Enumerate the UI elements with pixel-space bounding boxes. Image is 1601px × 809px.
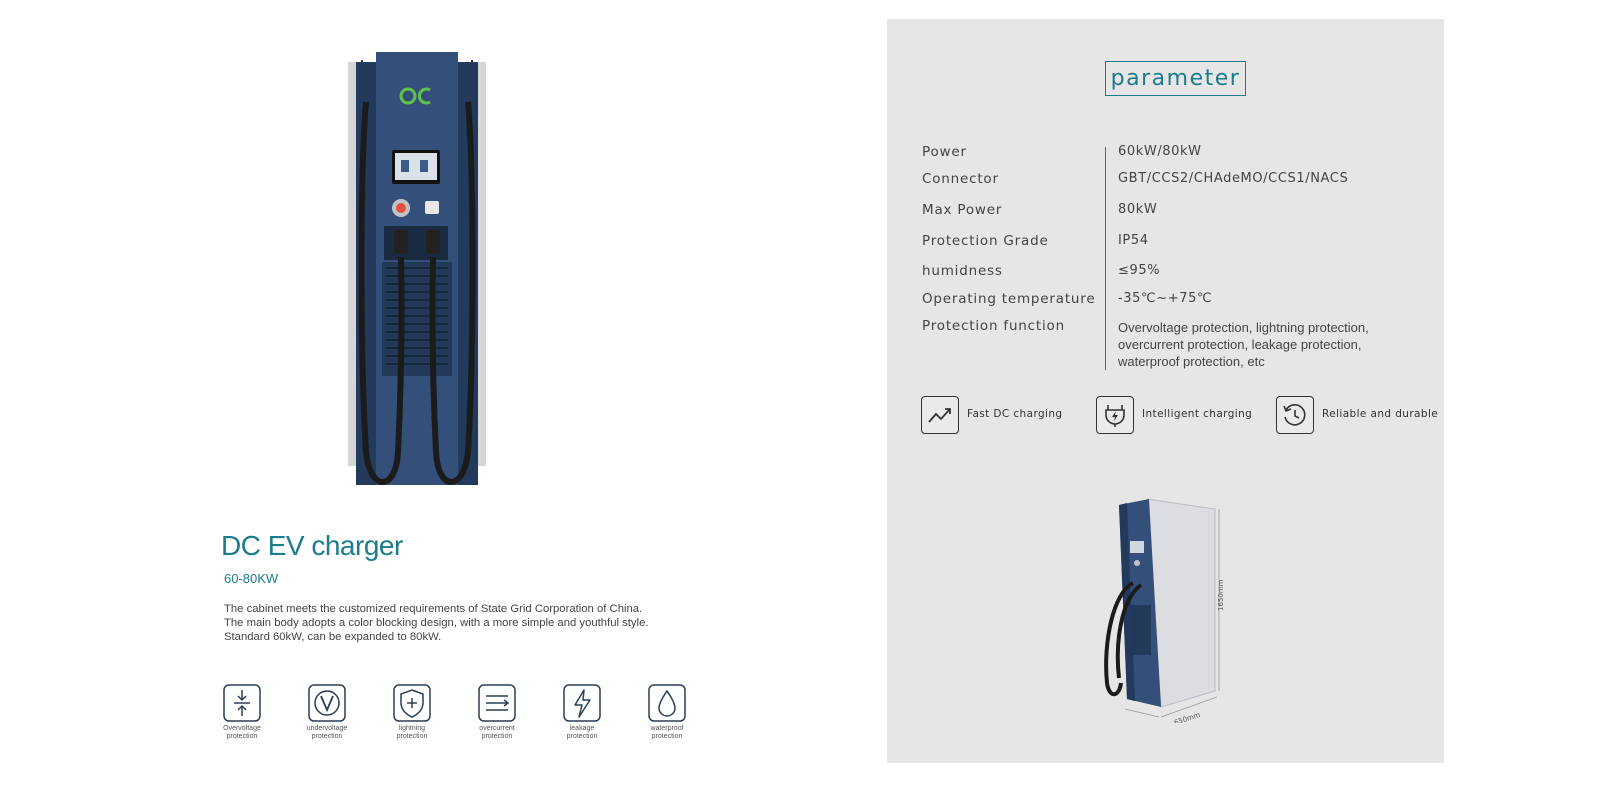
protection-item: lightning protection	[384, 684, 440, 741]
param-value-humidness: ≤95%	[1118, 263, 1161, 278]
param-value-connector: GBT/CCS2/CHAdeMO/CCS1/NACS	[1118, 171, 1349, 186]
param-value-operating-temperature: -35℃~+75℃	[1118, 291, 1213, 306]
fast-charging-icon	[928, 408, 951, 423]
undervoltage-icon	[308, 684, 346, 722]
param-label-max-power: Max Power	[922, 202, 1003, 218]
param-label-protection-grade: Protection Grade	[922, 233, 1049, 249]
intelligent-plug-icon	[1105, 405, 1125, 427]
param-label-protection-function: Protection function	[922, 318, 1065, 334]
protection-label: leakage protection	[566, 725, 598, 740]
param-value-max-power: 80kW	[1118, 202, 1158, 217]
parameter-divider	[1105, 147, 1106, 370]
width-dimension: 650mm	[1173, 711, 1201, 723]
param-label-operating-temperature: Operating temperature	[922, 291, 1096, 307]
protection-label: Overvoltage protection	[223, 725, 261, 740]
charger-front-image	[348, 52, 486, 485]
charger-side-image: 1650mm 300mm 650mm	[1104, 498, 1225, 723]
param-value-protection-grade: IP54	[1118, 233, 1149, 248]
protection-label: waterproof protection	[650, 725, 684, 740]
param-value-power: 60kW/80kW	[1118, 144, 1202, 159]
product-description: The cabinet meets the customized require…	[224, 603, 649, 643]
protection-item: undervoltage protection	[299, 684, 355, 741]
feature-label: Reliable and durable	[1322, 408, 1439, 420]
protection-label: undervoltage protection	[306, 725, 348, 740]
protection-item: waterproof protection	[639, 684, 695, 741]
parameter-heading: parameter	[1105, 61, 1246, 96]
product-title: DC EV charger	[221, 530, 403, 561]
param-label-humidness: humidness	[922, 263, 1003, 279]
protection-label: overcurrent protection	[479, 725, 515, 740]
protection-item: overcurrent protection	[469, 684, 525, 741]
param-label-connector: Connector	[922, 171, 999, 187]
clock-cycle-icon	[1283, 404, 1306, 426]
protection-item: Overvoltage protection	[214, 684, 270, 741]
protection-label: lightning protection	[396, 725, 428, 740]
feature-label: Intelligent charging	[1142, 408, 1253, 420]
protection-item: leakage protection	[554, 684, 610, 741]
param-value-protection-function: Overvoltage protection, lightning protec…	[1118, 320, 1369, 369]
param-label-power: Power	[922, 144, 967, 160]
overvoltage-icon	[223, 684, 261, 722]
feature-label: Fast DC charging	[967, 408, 1063, 420]
product-power-range: 60-80KW	[224, 571, 279, 586]
protection-icons: Overvoltage protection undervoltage prot…	[214, 684, 694, 744]
lightning-shield-icon	[393, 684, 431, 722]
water-drop-icon	[648, 684, 686, 722]
leakage-icon	[563, 684, 601, 722]
height-dimension: 1650mm	[1217, 579, 1225, 611]
brand-logo	[399, 87, 431, 105]
parameter-panel: parameter Power 60kW/80kW Connector GBT/…	[887, 19, 1444, 763]
overcurrent-icon	[478, 684, 516, 722]
